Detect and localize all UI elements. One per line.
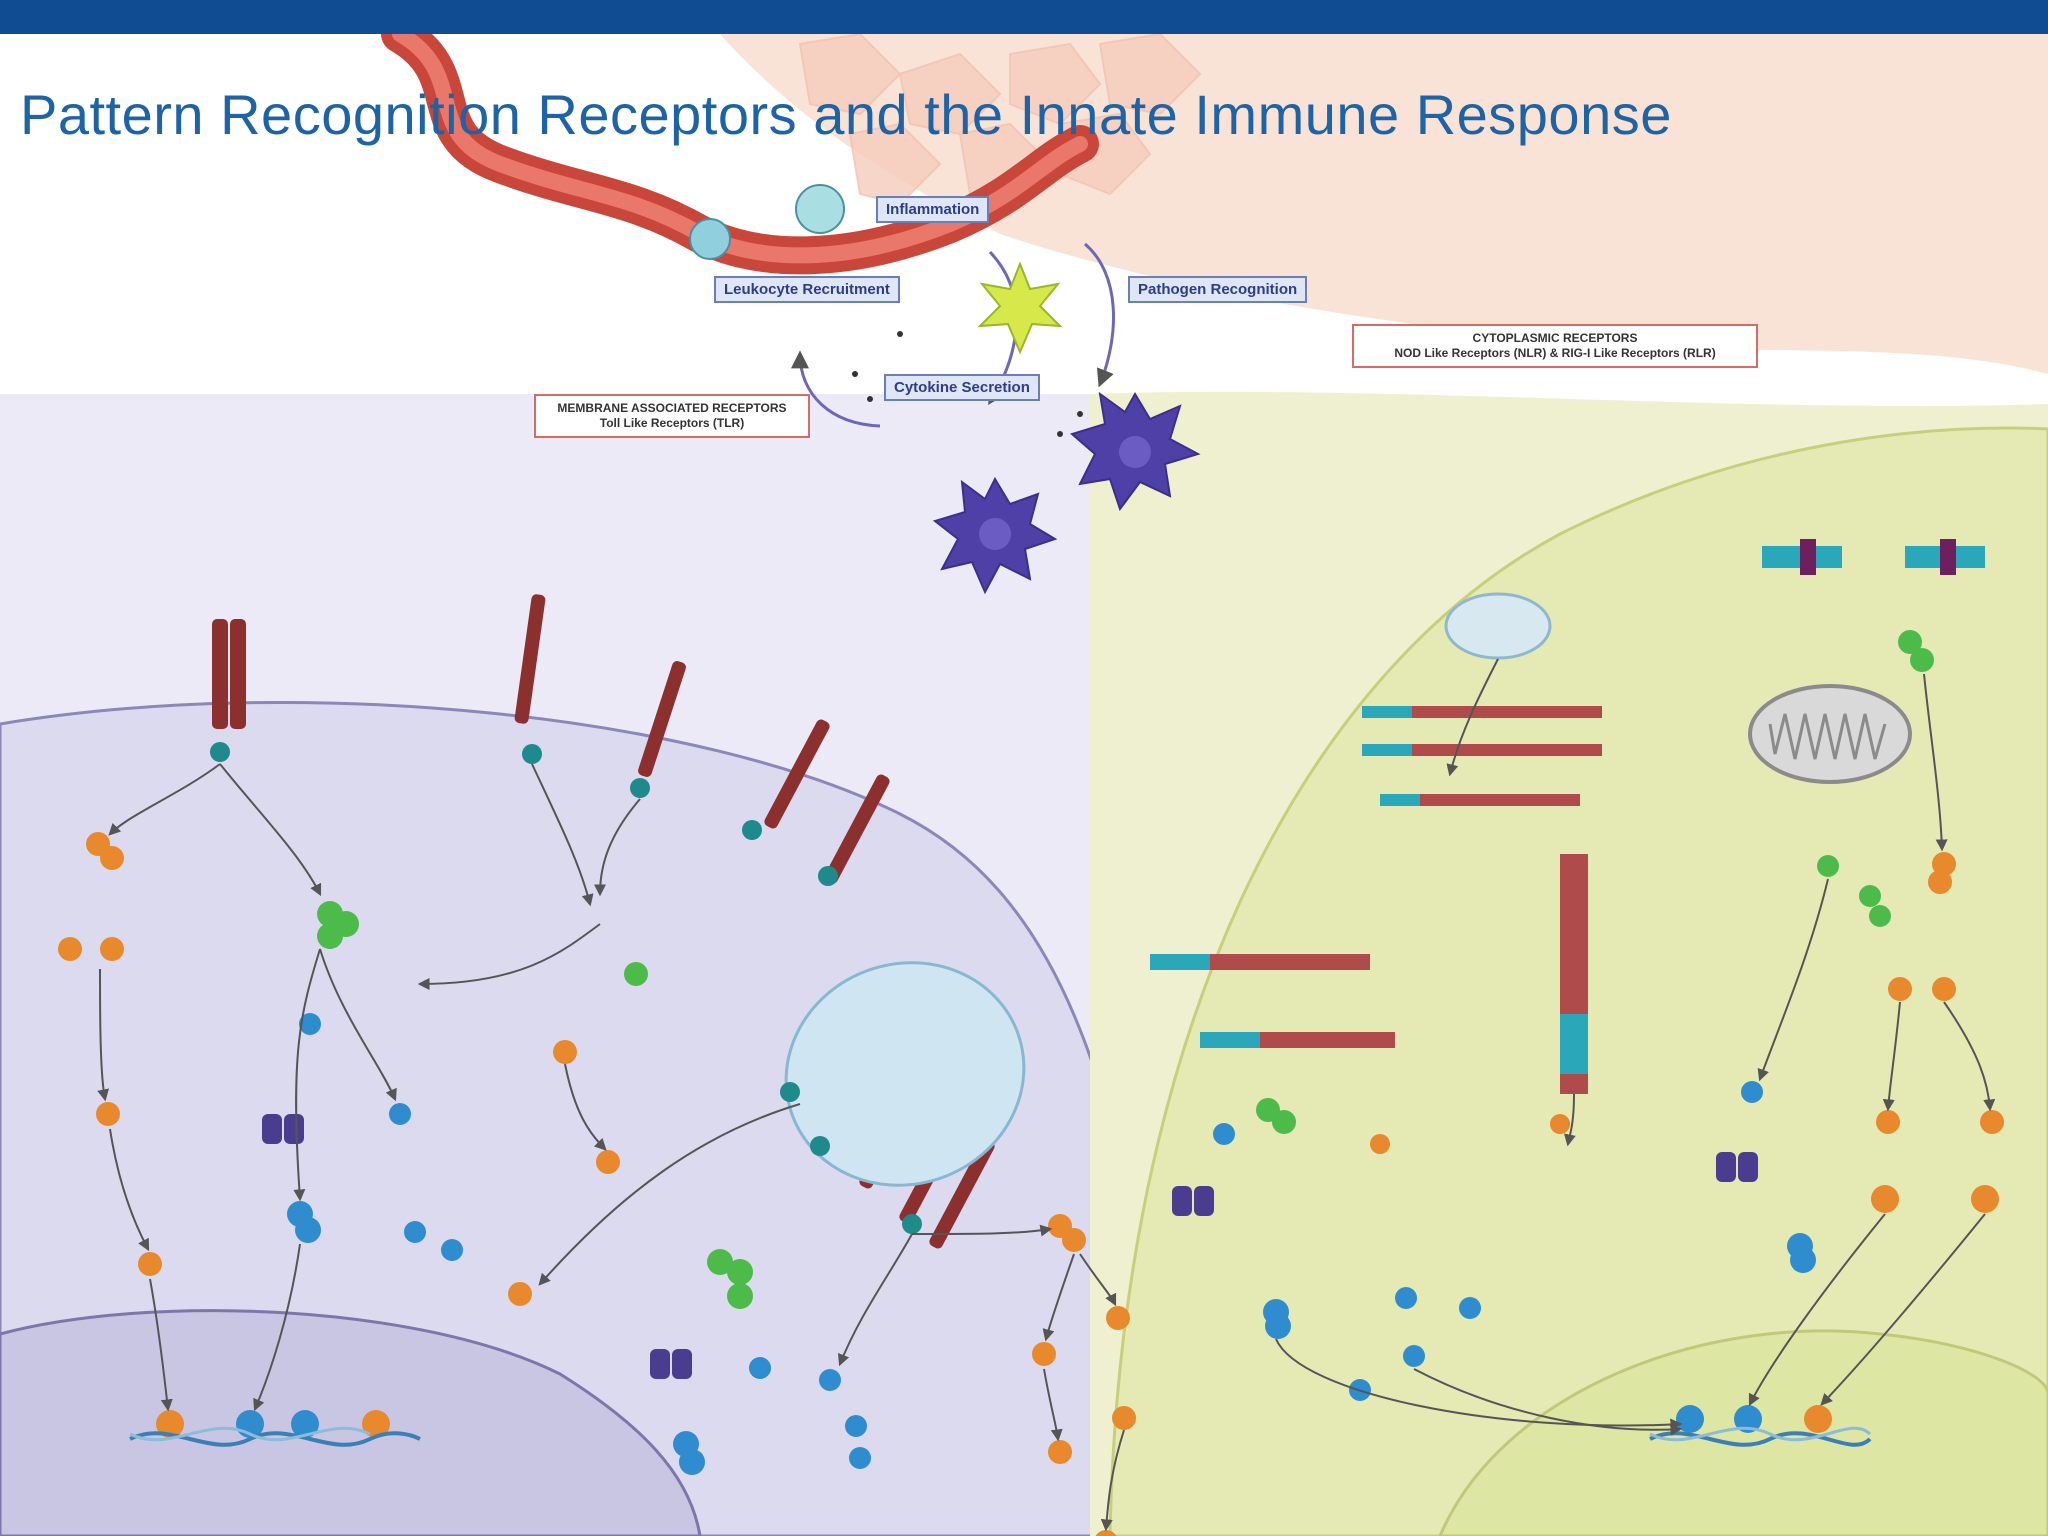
membrane-receptors-box: MEMBRANE ASSOCIATED RECEPTORS Toll Like …	[534, 394, 810, 438]
adaptor-nodes-blue	[236, 1013, 1816, 1475]
neutrophil-cell	[795, 184, 845, 234]
leukocyte-cell	[689, 218, 731, 260]
top-banner	[0, 0, 2048, 34]
dna-right	[1649, 1431, 1872, 1447]
endosome	[784, 961, 1026, 1187]
macrophage-1	[1069, 391, 1201, 512]
membrane-heading: MEMBRANE ASSOCIATED RECEPTORS	[557, 401, 787, 415]
phagosome	[1444, 592, 1552, 660]
macrophage-2	[932, 476, 1058, 595]
proteasome-left	[262, 1114, 304, 1144]
leukocyte-recruitment-label: Leukocyte Recruitment	[714, 276, 900, 303]
nucleus-left	[0, 1309, 702, 1536]
cyto-subheading: NOD Like Receptors (NLR) & RIG-I Like Re…	[1394, 346, 1716, 360]
dendritic-cell	[977, 261, 1063, 355]
proteasome-right	[1172, 1186, 1214, 1216]
proteasome-far-right	[1716, 1152, 1758, 1182]
pathogen-recognition-label: Pathogen Recognition	[1128, 276, 1308, 303]
cyto-heading: CYTOPLASMIC RECEPTORS	[1472, 331, 1638, 345]
proteasome-mid	[650, 1349, 692, 1379]
adaptor-nodes-teal	[210, 742, 922, 1234]
adaptor-nodes-green	[317, 630, 1934, 1309]
cytokine-secretion-label: Cytokine Secretion	[884, 374, 1040, 401]
adaptor-nodes-orange	[58, 832, 2004, 1536]
nlr-domains	[1150, 706, 1602, 1094]
nucleus-right	[1438, 1329, 2048, 1536]
page-title: Pattern Recognition Receptors and the In…	[20, 83, 1672, 146]
inflammation-label: Inflammation	[876, 196, 990, 223]
rig-i-complex	[1762, 539, 1985, 575]
cytoplasmic-receptors-box: CYTOPLASMIC RECEPTORS NOD Like Receptors…	[1352, 324, 1758, 368]
membrane-subheading: Toll Like Receptors (TLR)	[599, 416, 745, 430]
pathway-diagram	[0, 34, 2048, 1536]
